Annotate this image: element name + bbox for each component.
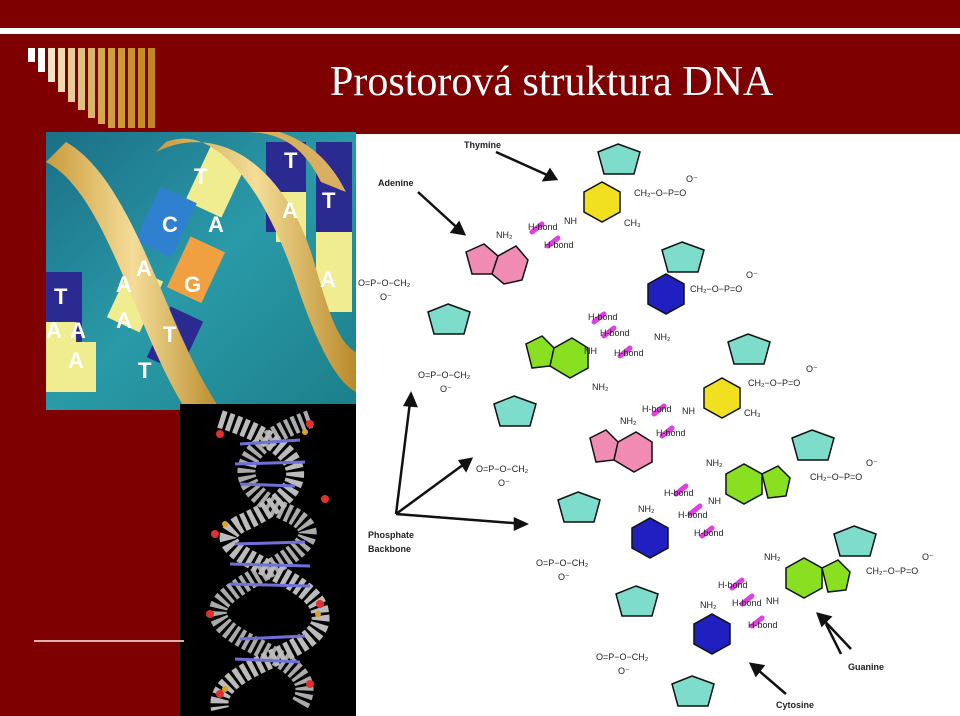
base-letter: T bbox=[284, 148, 298, 173]
base-letter: A bbox=[282, 198, 298, 223]
label-guanine: Guanine bbox=[848, 662, 884, 672]
phosphate-group: O=P−O−CH₂ bbox=[418, 370, 471, 380]
label-phosphate: Phosphate bbox=[368, 530, 414, 540]
base-letter: G bbox=[184, 272, 201, 297]
base-letter: T bbox=[322, 188, 336, 213]
hbond-label: H-bond bbox=[678, 510, 708, 520]
label-cytosine: Cytosine bbox=[776, 700, 814, 710]
base-letter: A bbox=[116, 308, 132, 333]
atom-label: NH₂ bbox=[592, 382, 609, 392]
atom-label: NH₂ bbox=[620, 416, 637, 426]
phosphate-o: O⁻ bbox=[380, 292, 392, 302]
label-adenine: Adenine bbox=[378, 178, 414, 188]
base-letter: A bbox=[320, 267, 336, 292]
atom-label: NH₂ bbox=[706, 458, 723, 468]
base-letter: T bbox=[138, 358, 152, 383]
phosphate-group: O=P−O−CH₂ bbox=[536, 558, 589, 568]
hbond-label: H-bond bbox=[656, 428, 686, 438]
phosphate-o: O⁻ bbox=[746, 270, 758, 280]
phosphate-group: CH₂−O−P=O bbox=[748, 378, 800, 388]
hbond-label: H-bond bbox=[664, 488, 694, 498]
page-title: Prostorová struktura DNA bbox=[330, 59, 774, 105]
base-letter: A bbox=[208, 212, 224, 237]
hbond-label: H-bond bbox=[614, 348, 644, 358]
label-thymine: Thymine bbox=[464, 140, 501, 150]
base-letter: T bbox=[194, 164, 208, 189]
dna-helix-illustration: T C A T A G A A T A T A T A A T A bbox=[46, 132, 356, 410]
hbond-label: H-bond bbox=[544, 240, 574, 250]
hbond-label: H-bond bbox=[528, 222, 558, 232]
atom-label: NH₂ bbox=[654, 332, 671, 342]
base-letter: A bbox=[136, 256, 152, 281]
atom-label: CH₃ bbox=[744, 408, 761, 418]
base-letter: A bbox=[70, 318, 86, 343]
phosphate-group: CH₂−O−P=O bbox=[810, 472, 862, 482]
phosphate-group: CH₂−O−P=O bbox=[690, 284, 742, 294]
phosphate-o: O⁻ bbox=[806, 364, 818, 374]
phosphate-o: O⁻ bbox=[618, 666, 630, 676]
phosphate-o: O⁻ bbox=[558, 572, 570, 582]
base-letter: T bbox=[54, 284, 68, 309]
atom-label: NH bbox=[682, 406, 695, 416]
base-letter: C bbox=[162, 212, 178, 237]
atom-label: NH bbox=[708, 496, 721, 506]
atom-label: NH₂ bbox=[638, 504, 655, 514]
decorative-stripes bbox=[28, 48, 155, 128]
footer-rule bbox=[34, 640, 184, 642]
atom-label: CH₃ bbox=[624, 218, 641, 228]
dna-3d-model-image bbox=[180, 404, 360, 716]
hbond-label: H-bond bbox=[748, 620, 778, 630]
phosphate-o: O⁻ bbox=[686, 174, 698, 184]
phosphate-group: O=P−O−CH₂ bbox=[476, 464, 529, 474]
atom-label: NH bbox=[564, 216, 577, 226]
atom-label: NH bbox=[766, 596, 779, 606]
atom-label: NH₂ bbox=[764, 552, 781, 562]
atom-label: NH₂ bbox=[700, 600, 717, 610]
phosphate-o: O⁻ bbox=[440, 384, 452, 394]
phosphate-o: O⁻ bbox=[498, 478, 510, 488]
atom-label: NH₂ bbox=[496, 230, 513, 240]
hbond-label: H-bond bbox=[718, 580, 748, 590]
hbond-label: H-bond bbox=[694, 528, 724, 538]
phosphate-group: CH₂−O−P=O bbox=[634, 188, 686, 198]
hbond-label: H-bond bbox=[642, 404, 672, 414]
hbond-label: H-bond bbox=[732, 598, 762, 608]
base-letter: A bbox=[46, 318, 62, 343]
hbond-label: H-bond bbox=[588, 312, 618, 322]
base-letter: T bbox=[163, 322, 177, 347]
phosphate-group: O=P−O−CH₂ bbox=[358, 278, 411, 288]
label-backbone: Backbone bbox=[368, 544, 411, 554]
atom-label: NH bbox=[584, 346, 597, 356]
hbond-label: H-bond bbox=[600, 328, 630, 338]
title-rule bbox=[0, 28, 960, 34]
phosphate-o: O⁻ bbox=[866, 458, 878, 468]
base-letter: A bbox=[68, 348, 84, 373]
phosphate-group: CH₂−O−P=O bbox=[866, 566, 918, 576]
dna-chemical-structure-diagram: Thymine Adenine Phosphate Backbone Guani… bbox=[356, 134, 960, 716]
phosphate-group: O=P−O−CH₂ bbox=[596, 652, 649, 662]
phosphate-o: O⁻ bbox=[922, 552, 934, 562]
base-letter: A bbox=[116, 272, 132, 297]
